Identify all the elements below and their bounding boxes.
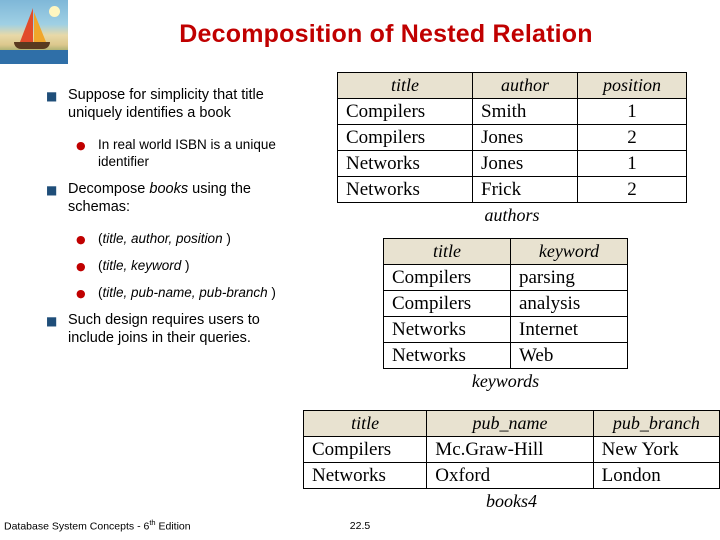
bullet-item-l2: ● In real world ISBN is a unique identifi…: [74, 136, 306, 170]
circle-bullet-icon: ●: [76, 260, 86, 273]
table-cell: Compilers: [337, 98, 473, 125]
column-header: pub_name: [426, 410, 594, 437]
table-cell: Networks: [337, 150, 473, 177]
table-cell: 1: [577, 98, 687, 125]
table-cell: 2: [577, 176, 687, 203]
footer-left-suffix: Edition: [155, 520, 191, 532]
column-header: title: [302, 410, 428, 437]
circle-bullet-icon: ●: [76, 287, 86, 300]
table-cell: Jones: [472, 150, 578, 177]
table-caption: authors: [484, 205, 540, 225]
bullet-text: (title, pub-name, pub-branch ): [98, 285, 276, 300]
table-cell: Smith: [472, 98, 578, 125]
table-cell: Networks: [302, 462, 428, 489]
table-cell: New York: [592, 436, 720, 463]
column-header: author: [472, 72, 578, 99]
water-shape: [0, 50, 68, 64]
column-header: position: [577, 72, 687, 99]
table-cell: parsing: [510, 264, 628, 291]
page-title: Decomposition of Nested Relation: [179, 20, 593, 48]
bullet-item-l2: ● (title, keyword ): [74, 257, 306, 274]
bullet-item-l1: ■ Suppose for simplicity that title uniqu…: [44, 86, 306, 122]
footer-slide-number: 22.5: [349, 520, 371, 532]
square-bullet-icon: ■: [46, 314, 58, 328]
table-cell: Internet: [510, 316, 628, 343]
footer-left: Database System Concepts - 6th Edition: [4, 518, 191, 533]
table-cell: Web: [510, 342, 628, 369]
footer-left-text: Database System Concepts - 6: [4, 520, 150, 532]
table-cell: Jones: [472, 124, 578, 151]
bullet-item-l2: ● (title, pub-name, pub-branch ): [74, 284, 306, 301]
column-header: pub_branch: [592, 410, 720, 437]
bullet-item-l2: ● (title, author, position ): [74, 230, 306, 247]
bullet-item-l1: ■ Such design requires users to include j…: [44, 311, 306, 347]
table-cell: Networks: [383, 316, 511, 343]
bullet-text: Decompose books using the schemas:: [68, 181, 251, 215]
table-cell: Compilers: [302, 436, 428, 463]
table-cell: Compilers: [383, 290, 511, 317]
boat-hull-shape: [14, 42, 50, 49]
circle-bullet-icon: ●: [76, 139, 86, 152]
bullet-item-l1: ■ Decompose books using the schemas:: [44, 180, 306, 216]
table-cell: Networks: [337, 176, 473, 203]
sail-left-shape: [20, 8, 33, 42]
table-cell: London: [592, 462, 720, 489]
table-caption: books4: [486, 491, 537, 511]
square-bullet-icon: ■: [46, 89, 58, 103]
bullet-text: In real world ISBN is a unique identifie…: [98, 137, 276, 169]
sail-right-shape: [34, 12, 46, 42]
column-header: keyword: [510, 238, 628, 265]
table-cell: analysis: [510, 290, 628, 317]
table-cell: 2: [577, 124, 687, 151]
bullet-text: Such design requires users to include jo…: [68, 312, 260, 346]
table-cell: Frick: [472, 176, 578, 203]
table-cell: Networks: [383, 342, 511, 369]
bullet-text: (title, keyword ): [98, 258, 190, 273]
column-header: title: [337, 72, 473, 99]
table-caption: keywords: [471, 371, 540, 391]
bullet-list: ■ Suppose for simplicity that title uniqu…: [44, 86, 306, 361]
sun-icon: [49, 6, 60, 17]
square-bullet-icon: ■: [46, 183, 58, 197]
sailboat-photo: [0, 0, 68, 64]
column-header: title: [383, 238, 511, 265]
table-cell: Mc.Graw-Hill: [426, 436, 594, 463]
table-cell: 1: [577, 150, 687, 177]
bullet-text: (title, author, position ): [98, 231, 231, 246]
bullet-text: Suppose for simplicity that title unique…: [68, 87, 264, 121]
table-cell: Compilers: [337, 124, 473, 151]
table-cell: Compilers: [383, 264, 511, 291]
circle-bullet-icon: ●: [76, 233, 86, 246]
footer-left-sup: th: [149, 517, 156, 527]
table-cell: Oxford: [426, 462, 594, 489]
